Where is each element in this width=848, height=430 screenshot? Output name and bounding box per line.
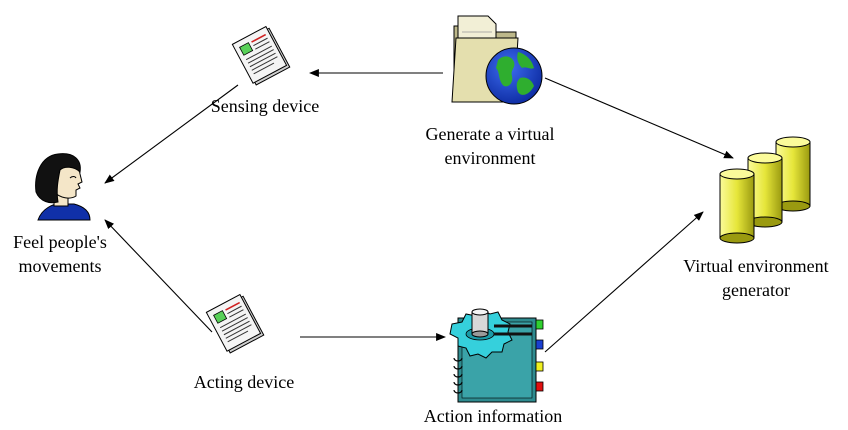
generate-env-label-line2: environment	[444, 148, 536, 168]
gear-notebook-icon	[449, 308, 544, 403]
arrow-generate-to-generator	[544, 77, 734, 159]
arrow-sensing-to-person	[104, 84, 239, 184]
arrows	[104, 69, 734, 353]
arrow-action-to-generator	[544, 211, 704, 353]
arrow-acting-to-person	[104, 219, 213, 333]
env-generator-label-line2: generator	[722, 280, 790, 300]
person-head-icon	[35, 153, 91, 221]
env-generator-label: Virtual environment generator	[672, 254, 840, 302]
generate-env-label: Generate a virtual environment	[398, 122, 582, 170]
person-label: Feel people's movements	[0, 230, 120, 278]
sensing-device-label: Sensing device	[210, 96, 320, 116]
env-generator-label-line1: Virtual environment	[683, 256, 829, 276]
action-info-label: Action information	[423, 406, 563, 426]
database-cylinders-icon	[719, 136, 811, 244]
newspaper-icon	[205, 293, 265, 354]
generate-env-label-line1: Generate a virtual	[425, 124, 555, 144]
person-label-line1: Feel people's	[13, 232, 107, 252]
newspaper-icon	[231, 25, 291, 86]
folder-globe-icon	[451, 15, 543, 105]
acting-device-label: Acting device	[193, 372, 295, 392]
person-label-line2: movements	[18, 256, 102, 276]
